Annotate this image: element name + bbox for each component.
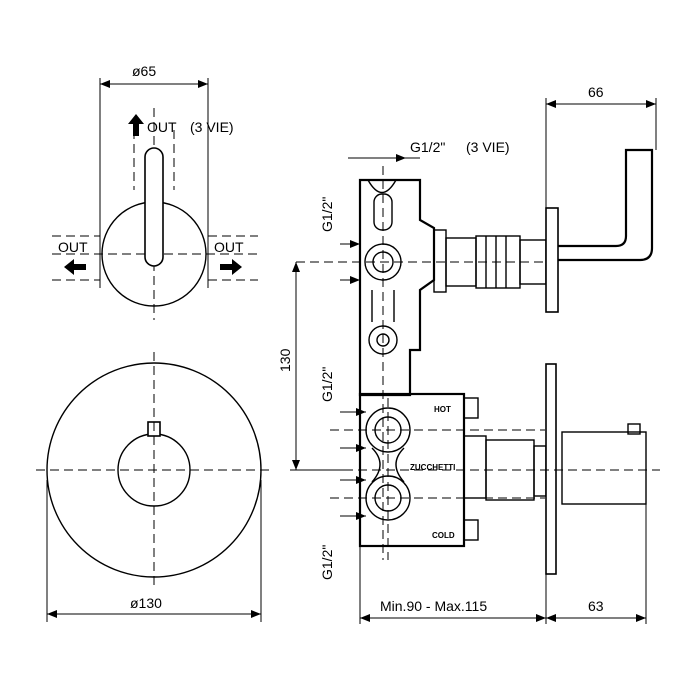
install-range-label: Min.90 - Max.115 bbox=[380, 598, 487, 614]
arrow-up-icon bbox=[128, 114, 144, 136]
diverter-body bbox=[358, 178, 436, 397]
mixer-handle-side bbox=[561, 431, 647, 505]
side-view: 66 G1/2" (3 VIE) HOT bbox=[277, 84, 660, 624]
mixer-plate-side bbox=[545, 363, 557, 575]
arrow-left-icon bbox=[64, 259, 86, 275]
outlet-thread-label: G1/2" bbox=[410, 139, 445, 155]
out-left-label: OUT bbox=[58, 239, 88, 255]
front-diameter-label: ø130 bbox=[130, 595, 162, 611]
thread-middle-label: G1/2" bbox=[319, 367, 335, 402]
diverter-lever bbox=[144, 147, 164, 267]
cold-label: COLD bbox=[432, 531, 455, 540]
diverter-diameter-label: ø65 bbox=[132, 63, 156, 79]
outlet-thread-note: (3 VIE) bbox=[466, 139, 510, 155]
thread-upper-label: G1/2" bbox=[319, 197, 335, 232]
diverter-lever-side bbox=[558, 148, 654, 262]
out-top-label: OUT bbox=[147, 119, 177, 135]
thread-lower-label: G1/2" bbox=[319, 545, 335, 580]
out-top-note: (3 VIE) bbox=[190, 119, 234, 135]
brand-label: ZUCCHETTI bbox=[410, 463, 455, 472]
front-view: ø130 bbox=[36, 352, 272, 622]
diverter-view: ø65 OUT (3 VIE) OUT OUT bbox=[52, 63, 258, 320]
out-right-label: OUT bbox=[214, 239, 244, 255]
projection-dimension: 66 bbox=[588, 84, 604, 100]
center-distance-label: 130 bbox=[277, 348, 293, 372]
diverter-rosette-side bbox=[545, 207, 559, 313]
hot-label: HOT bbox=[434, 405, 451, 414]
arrow-right-icon bbox=[220, 259, 242, 275]
depth-dimension: 63 bbox=[588, 598, 604, 614]
